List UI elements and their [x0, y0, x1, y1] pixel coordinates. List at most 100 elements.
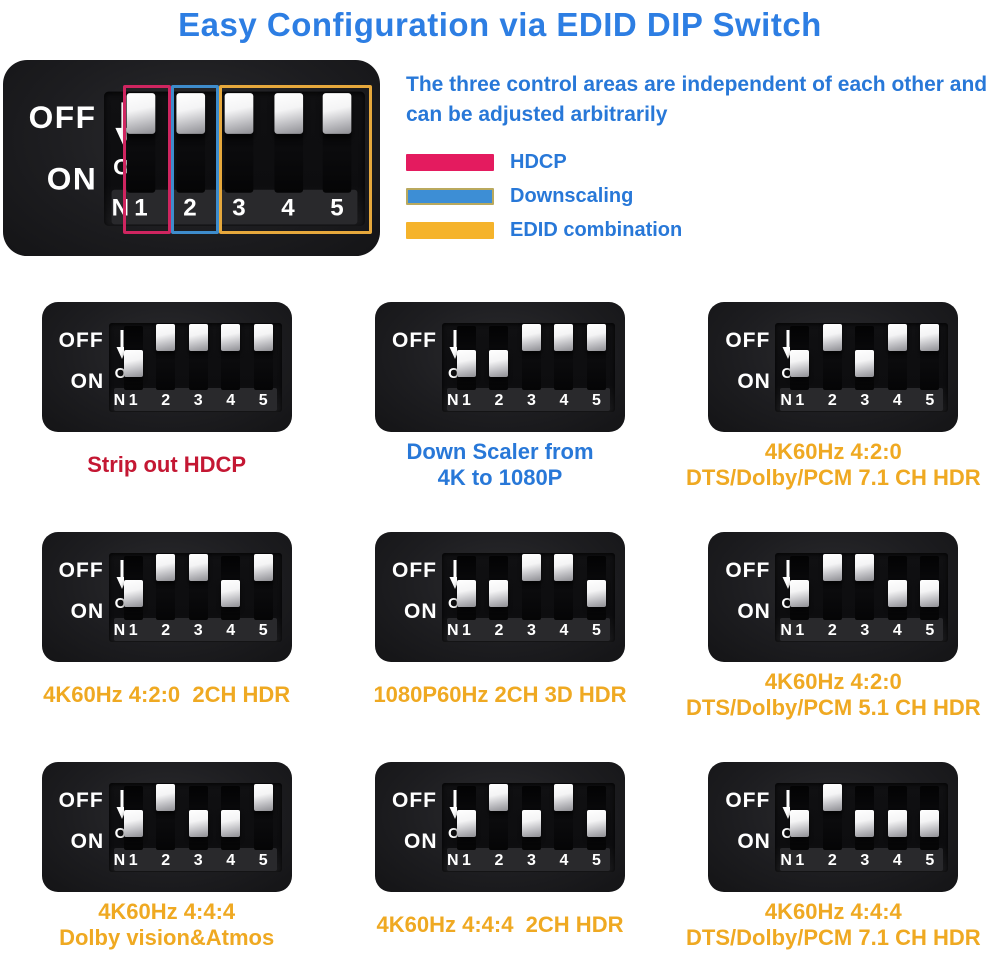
- dip-switch-3[interactable]: [521, 554, 541, 620]
- on-vertical-letter-n: N: [446, 852, 459, 869]
- dip-switch-tab-on: [790, 810, 810, 837]
- dip-switch-4[interactable]: [887, 556, 907, 620]
- dip-switch-4[interactable]: [221, 556, 241, 620]
- dip-switch-1[interactable]: [456, 556, 476, 620]
- dip-number: 1: [128, 622, 138, 639]
- dip-switch-1[interactable]: [790, 556, 810, 620]
- dip-switch-4[interactable]: [554, 554, 574, 620]
- dip-switch-5[interactable]: [253, 784, 273, 850]
- dip-switch-5[interactable]: [586, 786, 606, 850]
- dip-switch-tab-off: [221, 324, 241, 351]
- on-label: ON: [737, 370, 771, 393]
- config-caption-line: 4K to 1080P: [437, 465, 563, 490]
- dip-switch-3[interactable]: [188, 554, 208, 620]
- dip-switch-5[interactable]: [253, 554, 273, 620]
- dip-switch-5[interactable]: [920, 556, 940, 620]
- dip-switch-1[interactable]: [126, 93, 156, 193]
- dip-number: 4: [226, 852, 236, 869]
- dip-switch-tab-on: [920, 580, 940, 607]
- dip-switch-4[interactable]: [554, 324, 574, 390]
- dip-switch-3[interactable]: [188, 324, 208, 390]
- dip-number: 5: [258, 852, 268, 869]
- dip-switch-2[interactable]: [489, 556, 509, 620]
- dip-switch-5[interactable]: [920, 786, 940, 850]
- dip-switch-3[interactable]: [855, 786, 875, 850]
- dip-switch-4[interactable]: [273, 93, 303, 193]
- dip-switch-2[interactable]: [822, 554, 842, 620]
- dip-switch-tab-off: [253, 324, 273, 351]
- dip-switch-1[interactable]: [456, 786, 476, 850]
- dip-switch-3[interactable]: [188, 786, 208, 850]
- dip-switch-4[interactable]: [887, 324, 907, 390]
- legend-row: HDCP: [406, 151, 991, 174]
- dip-number: 2: [827, 392, 837, 409]
- dip-switch-3[interactable]: [521, 786, 541, 850]
- dip-switch-4[interactable]: [554, 784, 574, 850]
- dip-switch-footer: [780, 618, 944, 641]
- dip-switch-2[interactable]: [156, 554, 176, 620]
- dip-switch-1[interactable]: [123, 326, 143, 390]
- dip-number: 2: [494, 852, 504, 869]
- dip-number: 2: [183, 195, 197, 222]
- dip-switch-2[interactable]: [822, 784, 842, 850]
- dip-switch-tab-on: [586, 580, 606, 607]
- dip-switch-tab-off: [188, 324, 208, 351]
- on-vertical-letter-o: O: [113, 155, 131, 181]
- on-vertical-letter-o: O: [114, 825, 127, 842]
- dip-switch-3[interactable]: [855, 326, 875, 390]
- dip-switch-1[interactable]: [123, 556, 143, 620]
- intro-text: The three control areas are independent …: [406, 73, 988, 127]
- off-label: OFF: [725, 559, 771, 582]
- dip-switch-tab-off: [489, 784, 509, 811]
- dip-switch-2[interactable]: [175, 93, 205, 193]
- on-vertical-letter-n: N: [780, 852, 792, 869]
- dip-switch-2[interactable]: [822, 324, 842, 390]
- dip-switch-2[interactable]: [489, 326, 509, 390]
- config-caption-line: Down Scaler from: [406, 439, 594, 465]
- dip-switch-2[interactable]: [489, 784, 509, 850]
- dip-number: 3: [860, 392, 870, 409]
- dip-switch-1[interactable]: [790, 326, 810, 390]
- dip-switch-4[interactable]: [221, 786, 241, 850]
- on-vertical-letter-o: O: [114, 365, 127, 382]
- dip-switch-tab-on: [456, 580, 476, 607]
- dip-switch-2[interactable]: [156, 784, 176, 850]
- dip-switch-5[interactable]: [586, 324, 606, 390]
- dip-switch-footer: [113, 618, 277, 641]
- dip-switch-2[interactable]: [156, 324, 176, 390]
- dip-switch-3[interactable]: [521, 324, 541, 390]
- dip-switch-4[interactable]: [887, 786, 907, 850]
- dip-switch-5[interactable]: [586, 556, 606, 620]
- dip-number: 5: [925, 622, 935, 639]
- dip-switch-3[interactable]: [855, 554, 875, 620]
- dip-switch-5[interactable]: [253, 324, 273, 390]
- dip-switch-3[interactable]: [224, 93, 254, 193]
- info-column: The three control areas are independent …: [406, 70, 991, 256]
- dip-switch-1[interactable]: [790, 786, 810, 850]
- dip-switch-1[interactable]: [123, 786, 143, 850]
- dip-number: 5: [330, 195, 344, 222]
- dip-switch-tab-on: [188, 810, 208, 837]
- dip-switch-1[interactable]: [456, 326, 476, 390]
- dip-switch-5[interactable]: [920, 324, 940, 390]
- on-label: ON: [737, 600, 771, 623]
- dip-switch-5[interactable]: [322, 93, 352, 193]
- on-vertical-letter-n: N: [446, 392, 459, 409]
- dip-switch-4[interactable]: [221, 324, 241, 390]
